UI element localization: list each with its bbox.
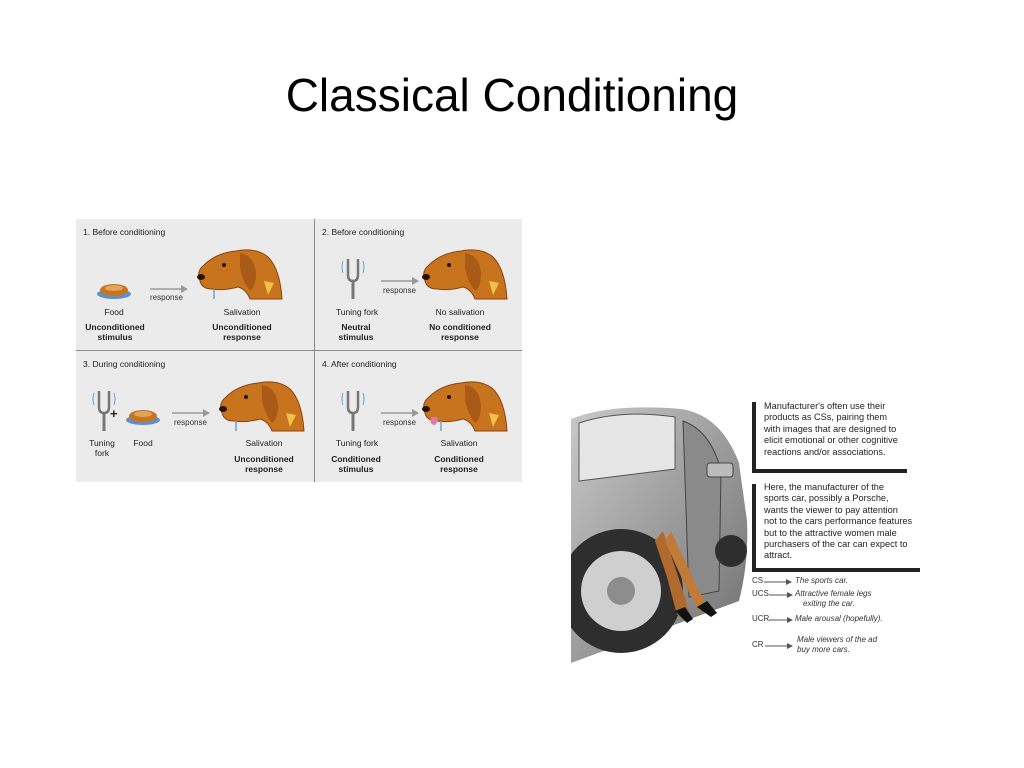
pavlov-diagram: 1. Before conditioning response Food Unc… (76, 219, 522, 482)
stimulus-type: Neutral stimulus (319, 322, 393, 342)
bold-line: stimulus (319, 332, 393, 342)
text-line: with images that are designed to (764, 424, 934, 435)
text-line: products as CSs, pairing them (764, 412, 934, 423)
label-line: Tuning (84, 438, 120, 448)
legend-line: Attractive female legs (795, 589, 871, 599)
tuning-fork-icon (341, 389, 365, 433)
stimulus-label: Tuning fork (84, 438, 120, 458)
bracket-bar (752, 568, 920, 572)
panel-before-conditioning-2: 2. Before conditioning response Tuning f… (315, 219, 553, 350)
bold-line: response (419, 464, 499, 474)
bold-line: response (224, 464, 304, 474)
legend-line: Male viewers of the ad (797, 635, 877, 645)
panel-before-conditioning-1: 1. Before conditioning response Food Unc… (76, 219, 314, 350)
stimulus-label: Tuning fork (327, 438, 387, 448)
bold-line: No conditioned (419, 322, 501, 332)
arrow-icon (381, 409, 419, 417)
legend-value-cs: The sports car. (795, 576, 848, 586)
arrow-label: response (150, 293, 183, 302)
panel-title: 1. Before conditioning (83, 227, 165, 237)
text-line: attract. (764, 550, 930, 561)
response-type: Conditioned response (419, 454, 499, 474)
legend-value-cr: Male viewers of the ad buy more cars. (797, 635, 877, 655)
panel-during-conditioning: 3. During conditioning + response Tuning… (76, 351, 314, 482)
tuning-fork-icon (341, 257, 365, 301)
response-label: Salivation (212, 307, 272, 317)
arrow-label: response (383, 286, 416, 295)
legend-value-ucr: Male arousal (hopefully). (795, 614, 883, 624)
label-line: fork (84, 448, 120, 458)
panel-title: 2. Before conditioning (322, 227, 404, 237)
bold-line: response (202, 332, 282, 342)
legend-key-ucs: UCS (752, 589, 769, 598)
stimulus-label: Food (86, 307, 142, 317)
text-line: purchasers of the car can expect to (764, 539, 930, 550)
text-line: wants the viewer to pay attention (764, 505, 930, 516)
legend-line: The sports car. (795, 576, 848, 586)
arrow-icon (765, 642, 793, 650)
text-line: but to the attractive women male (764, 528, 930, 539)
text-line: sports car, possibly a Porsche, (764, 493, 930, 504)
arrow-icon (769, 616, 793, 624)
arrow-label: response (383, 418, 416, 427)
bold-line: stimulus (78, 332, 152, 342)
bracket-bar (752, 402, 756, 472)
dog-icon (419, 369, 511, 435)
panel-title: 3. During conditioning (83, 359, 165, 369)
arrow-icon (172, 409, 210, 417)
food-bowl-icon (124, 405, 162, 429)
bracket-bar (752, 484, 756, 572)
text-line: elicit emotional or other cognitive (764, 435, 934, 446)
arrow-icon (381, 277, 419, 285)
arrow-icon (150, 285, 188, 293)
response-label: Salivation (429, 438, 489, 448)
stimulus-type: Unconditioned stimulus (78, 322, 152, 342)
response-label: No salivation (427, 307, 493, 317)
legend-value-ucs: Attractive female legs exiting the car. (795, 589, 871, 609)
response-type: Unconditioned response (202, 322, 282, 342)
response-label: Salivation (234, 438, 294, 448)
arrow-icon (769, 591, 793, 599)
panel-after-conditioning: 4. After conditioning response Tuning fo… (315, 351, 553, 482)
ad-text-1: Manufacturer's often use their products … (764, 401, 934, 458)
panel-title: 4. After conditioning (322, 359, 397, 369)
legend-key-cs: CS (752, 576, 763, 585)
legend-line: buy more cars. (797, 645, 877, 655)
bold-line: Conditioned (319, 454, 393, 464)
legend-line: exiting the car. (795, 599, 871, 609)
response-type: Unconditioned response (224, 454, 304, 474)
bold-line: stimulus (319, 464, 393, 474)
arrow-icon (764, 578, 792, 586)
bold-line: Unconditioned (202, 322, 282, 332)
arrow-label: response (174, 418, 207, 427)
dog-icon (419, 237, 511, 303)
text-line: reactions and/or associations. (764, 447, 934, 458)
bold-line: response (419, 332, 501, 342)
bold-line: Neutral (319, 322, 393, 332)
legend-key-ucr: UCR (752, 614, 769, 623)
dog-icon (216, 369, 308, 435)
response-type: No conditioned response (419, 322, 501, 342)
bold-line: Unconditioned (78, 322, 152, 332)
plus-sign: + (110, 406, 118, 421)
bold-line: Conditioned (419, 454, 499, 464)
legend-key-cr: CR (752, 640, 764, 649)
legend-line: Male arousal (hopefully). (795, 614, 883, 624)
text-line: Here, the manufacturer of the (764, 482, 930, 493)
bracket-bar (752, 469, 907, 473)
text-line: not to the cars performance features (764, 516, 930, 527)
ad-text-2: Here, the manufacturer of the sports car… (764, 482, 930, 562)
sports-car-illustration (571, 401, 751, 665)
food-bowl-icon (95, 279, 133, 303)
bold-line: Unconditioned (224, 454, 304, 464)
stimulus-type: Conditioned stimulus (319, 454, 393, 474)
text-line: Manufacturer's often use their (764, 401, 934, 412)
dog-icon (194, 237, 286, 303)
stimulus-label: Tuning fork (327, 307, 387, 317)
slide-title: Classical Conditioning (0, 68, 1024, 122)
food-label: Food (128, 438, 158, 448)
car-advertisement: Manufacturer's often use their products … (571, 401, 927, 665)
